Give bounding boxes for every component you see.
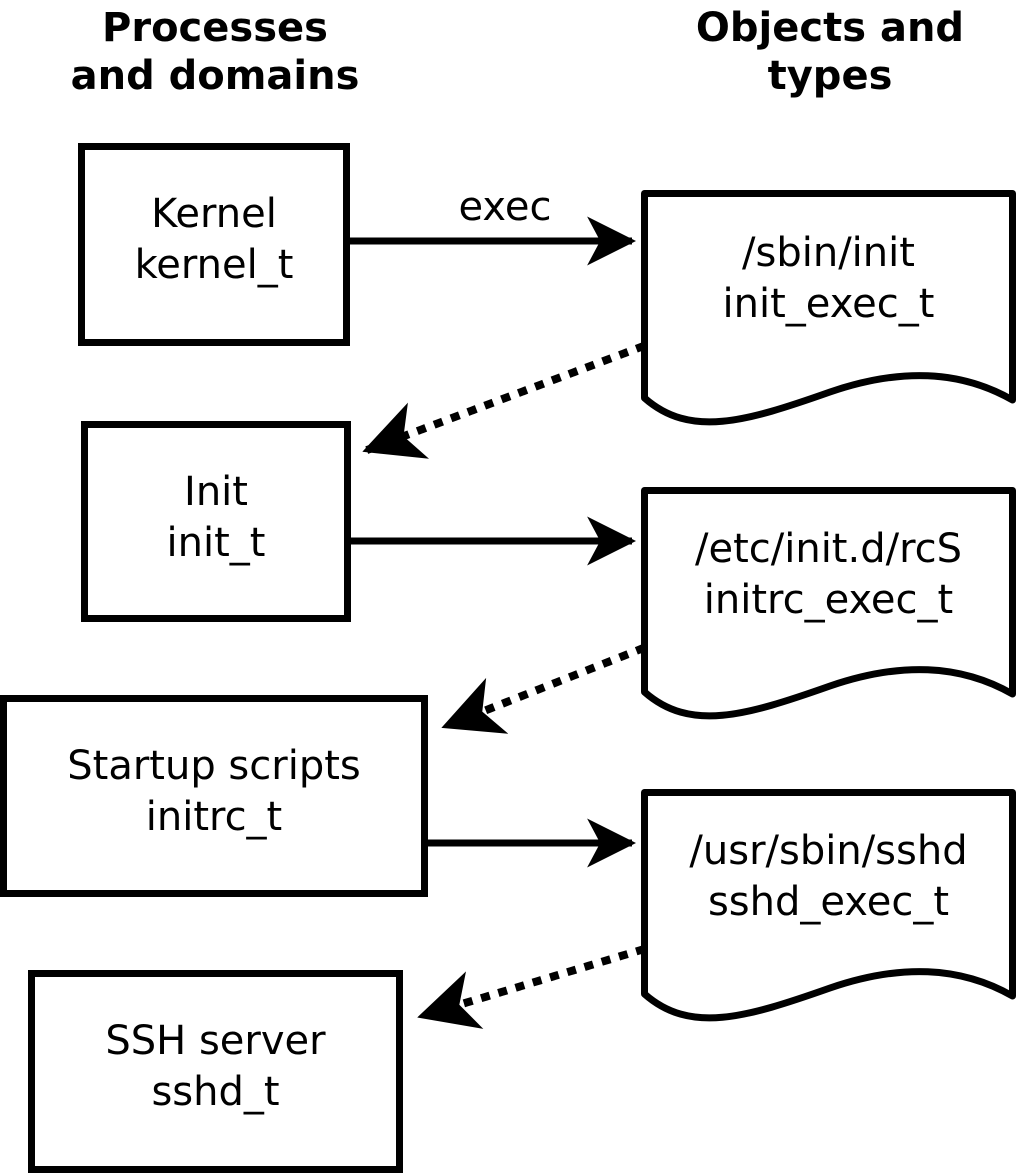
process-box-init <box>81 421 351 622</box>
edge-sshd-exec-to-sshd-domain <box>417 945 646 1029</box>
process-box-kernel <box>78 143 350 346</box>
object-doc-sbin-init <box>641 190 1016 426</box>
object-doc-usr-sbin-sshd <box>641 789 1016 1022</box>
object-doc-etc-initd-rcs <box>641 487 1016 720</box>
process-box-ssh-server <box>28 970 403 1173</box>
column-header-objects: Objects and types <box>695 5 965 99</box>
edge-rcs-to-initrc-domain <box>440 643 647 734</box>
column-header-processes: Processes and domains <box>70 5 360 99</box>
process-box-startup-scripts <box>0 695 428 897</box>
edge-sbin-init-to-init-domain <box>361 341 647 459</box>
edge-label-exec: exec <box>458 184 552 230</box>
